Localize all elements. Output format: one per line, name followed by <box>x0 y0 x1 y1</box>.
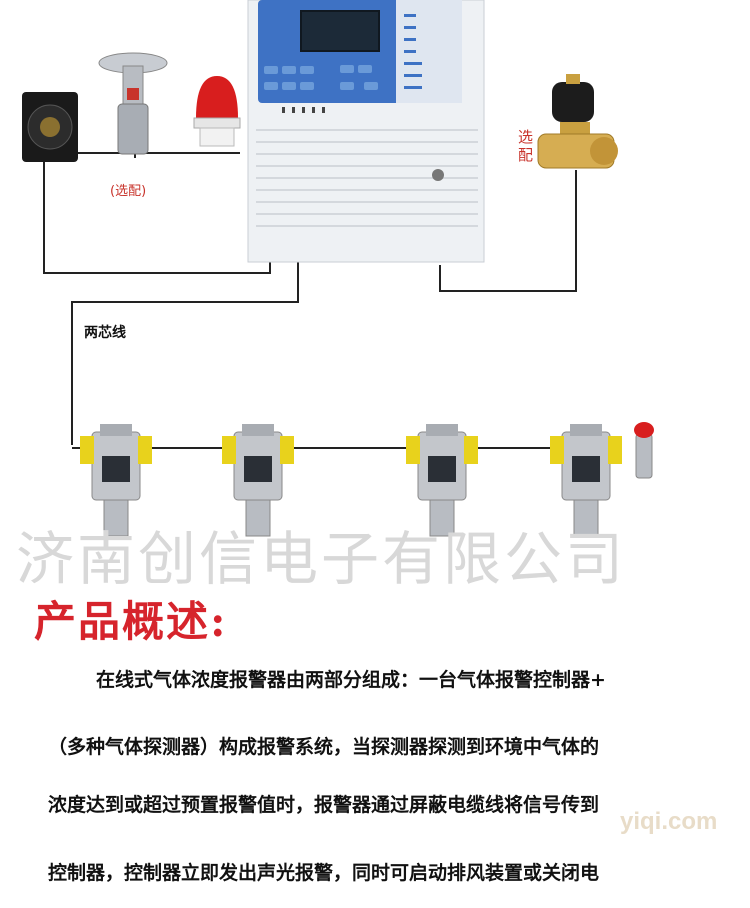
solenoid-valve-icon <box>537 74 618 169</box>
exhaust-fan-icon <box>22 92 78 162</box>
optional-label-right-1: 选 <box>518 128 534 146</box>
paragraph-line-3: 浓度达到或超过预置报警值时，报警器通过屏蔽电缆线将信号传到 <box>48 794 600 816</box>
optional-label-left: (选配) <box>110 184 147 199</box>
two-core-wire-label: 两芯线 <box>84 325 126 341</box>
paragraph-line-2: （多种气体探测器）构成报警系统，当探测器探测到环境中气体的 <box>48 736 600 758</box>
paragraph-line-4: 控制器，控制器立即发出声光报警，同时可启动排风装置或关闭电 <box>48 862 600 884</box>
section-title: 产品概述: <box>34 597 228 646</box>
gas-detector-1 <box>80 424 152 537</box>
paragraph-line-1: 在线式气体浓度报警器由两部分组成：一台气体报警控制器+ <box>96 669 606 691</box>
company-watermark: 济南创信电子有限公司 <box>16 525 627 593</box>
sprinkler-icon <box>98 52 168 155</box>
system-diagram <box>22 0 654 537</box>
site-watermark: yiqi.com <box>620 808 718 835</box>
strobe-siren-icon <box>193 76 241 147</box>
alarm-controller <box>247 0 485 263</box>
detector-alarm-lamp-icon <box>634 422 654 479</box>
gas-detector-4 <box>550 424 622 537</box>
optional-label-right-2: 配 <box>518 146 534 164</box>
gas-detector-3 <box>406 424 478 537</box>
gas-detector-2 <box>222 424 294 537</box>
